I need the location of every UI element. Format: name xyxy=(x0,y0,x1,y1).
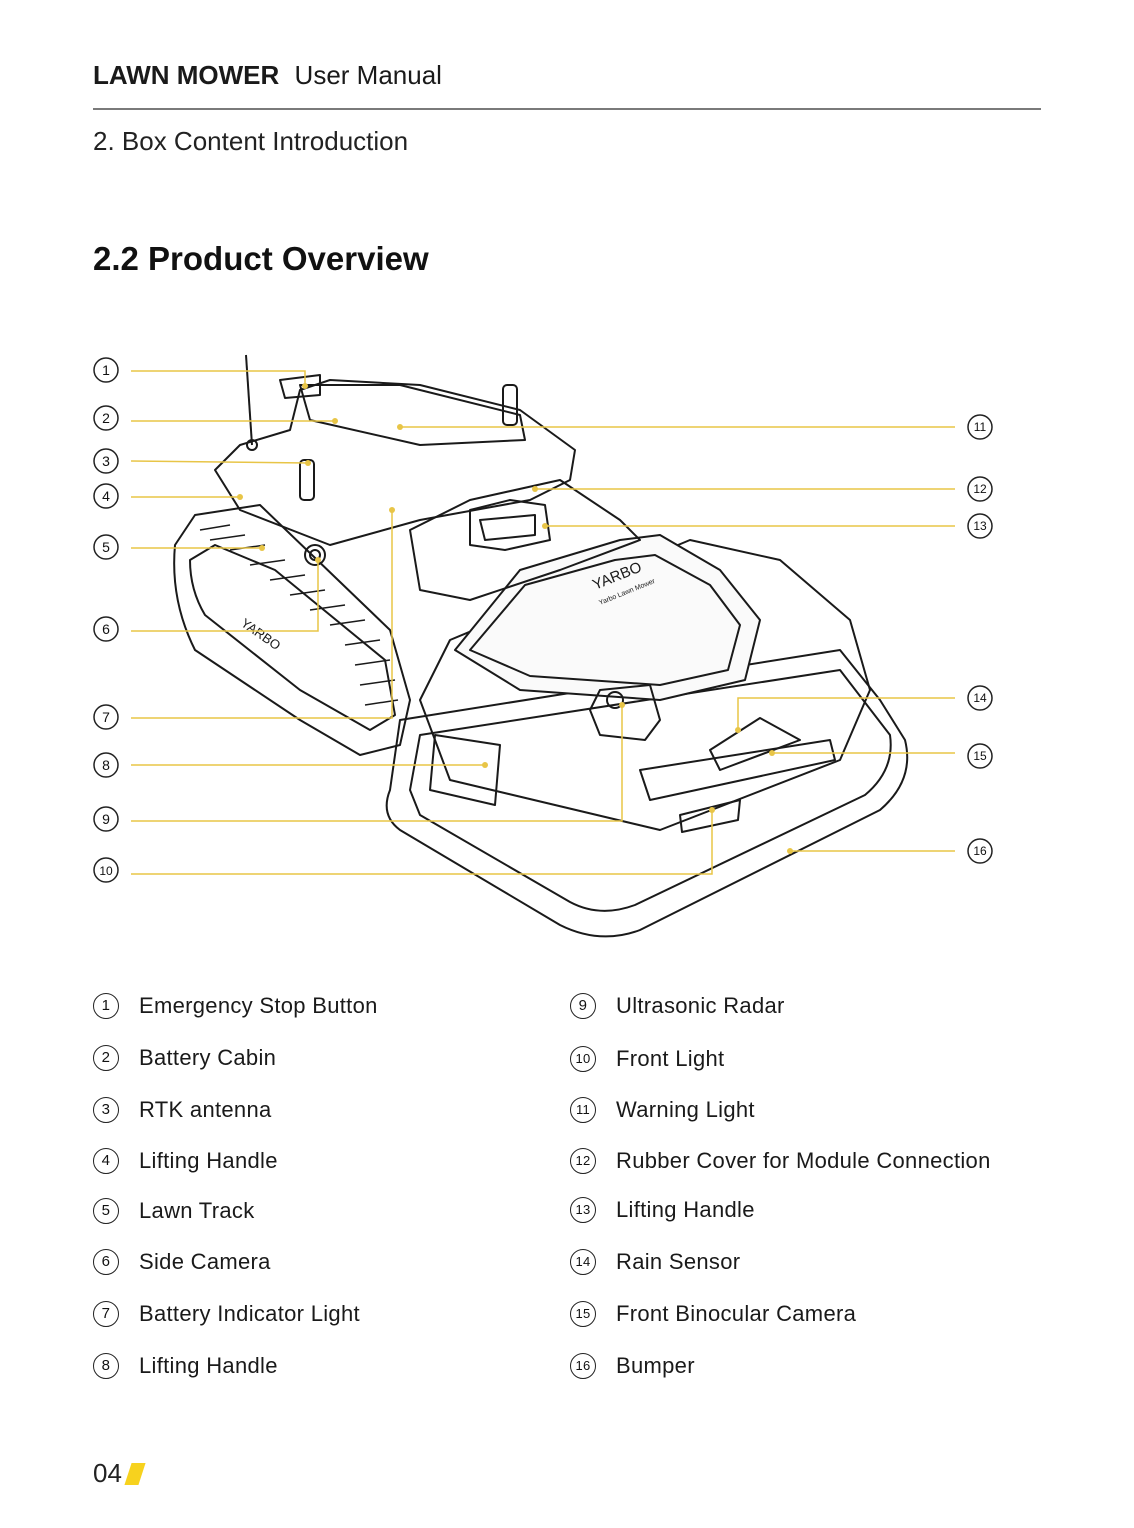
legend-number: 4 xyxy=(93,1148,119,1174)
header-divider xyxy=(93,108,1041,110)
legend-item-14: 14 Rain Sensor xyxy=(570,1249,740,1275)
legend-label: Battery Cabin xyxy=(139,1045,277,1070)
legend-item-15: 15 Front Binocular Camera xyxy=(570,1301,856,1327)
legend-item-11: 11 Warning Light xyxy=(570,1097,755,1123)
legend-number: 8 xyxy=(93,1353,119,1379)
legend-number: 7 xyxy=(93,1301,119,1327)
svg-text:11: 11 xyxy=(974,420,987,434)
callout-12: 12 xyxy=(967,476,993,502)
legend-number: 10 xyxy=(570,1046,596,1072)
legend-number: 12 xyxy=(570,1148,596,1174)
legend-item-7: 7 Battery Indicator Light xyxy=(93,1301,360,1327)
legend-number: 14 xyxy=(570,1249,596,1275)
svg-text:7: 7 xyxy=(102,709,110,725)
legend-number: 3 xyxy=(93,1097,119,1123)
svg-text:9: 9 xyxy=(102,811,110,827)
callout-13: 13 xyxy=(967,513,993,539)
header-subtitle: User Manual xyxy=(294,60,442,90)
legend-label: Warning Light xyxy=(616,1097,755,1122)
callout-10: 10 xyxy=(93,857,119,883)
callout-lines xyxy=(130,370,955,875)
legend-label: Emergency Stop Button xyxy=(139,993,378,1018)
legend-label: Ultrasonic Radar xyxy=(616,993,785,1018)
callout-3: 3 xyxy=(93,448,119,474)
callout-9: 9 xyxy=(93,806,119,832)
callout-7: 7 xyxy=(93,704,119,730)
callouts-right: 11 12 13 14 15 16 xyxy=(967,414,993,864)
svg-text:3: 3 xyxy=(102,453,110,469)
legend-item-16: 16 Bumper xyxy=(570,1353,695,1379)
svg-text:10: 10 xyxy=(99,864,113,878)
legend-item-9: 9 Ultrasonic Radar xyxy=(570,993,785,1019)
legend-label: Front Binocular Camera xyxy=(616,1301,857,1326)
legend-label: Rain Sensor xyxy=(616,1249,741,1274)
callout-6: 6 xyxy=(93,616,119,642)
callout-14: 14 xyxy=(967,685,993,711)
callout-15: 15 xyxy=(967,743,993,769)
callout-8: 8 xyxy=(93,752,119,778)
rear-body-shape xyxy=(214,379,576,546)
legend-item-6: 6 Side Camera xyxy=(93,1249,271,1275)
legend-label: Lawn Track xyxy=(139,1198,255,1223)
section-heading: 2. Box Content Introduction xyxy=(93,126,409,156)
callout-16: 16 xyxy=(967,838,993,864)
legend-number: 16 xyxy=(570,1353,596,1379)
legend-number: 11 xyxy=(570,1097,596,1123)
svg-text:16: 16 xyxy=(973,844,987,858)
legend-number: 9 xyxy=(570,993,596,1019)
header: LAWN MOWER User Manual xyxy=(93,60,442,91)
page-accent-mark xyxy=(124,1463,146,1485)
legend-item-3: 3 RTK antenna xyxy=(93,1097,272,1123)
callout-1: 1 xyxy=(93,357,119,383)
page-number: 04 xyxy=(93,1458,122,1488)
svg-text:8: 8 xyxy=(102,757,110,773)
svg-text:12: 12 xyxy=(973,482,987,496)
product-diagram: YARBO Yarbo Lawn Mower YARBO 1 2 3 4 5 xyxy=(93,354,993,938)
legend-item-8: 8 Lifting Handle xyxy=(93,1353,278,1379)
callout-5: 5 xyxy=(93,534,119,560)
front-cover-shape xyxy=(454,534,761,701)
svg-text:15: 15 xyxy=(973,749,987,763)
legend-item-5: 5 Lawn Track xyxy=(93,1198,255,1224)
mower-drawing xyxy=(173,354,909,938)
svg-text:14: 14 xyxy=(973,691,987,705)
legend-number: 1 xyxy=(93,993,119,1019)
legend-label: Side Camera xyxy=(139,1249,271,1274)
legend-number: 6 xyxy=(93,1249,119,1275)
legend-number: 2 xyxy=(93,1045,119,1071)
svg-text:4: 4 xyxy=(102,488,110,504)
callout-11: 11 xyxy=(967,414,993,440)
legend-label: Rubber Cover for Module Connection xyxy=(616,1148,991,1173)
legend-item-1: 1 Emergency Stop Button xyxy=(93,993,378,1019)
callout-2: 2 xyxy=(93,405,119,431)
legend-number: 15 xyxy=(570,1301,596,1327)
svg-text:5: 5 xyxy=(102,539,110,555)
svg-text:2: 2 xyxy=(102,410,110,426)
legend-item-2: 2 Battery Cabin xyxy=(93,1045,276,1071)
callout-4: 4 xyxy=(93,483,119,509)
legend-item-10: 10 Front Light xyxy=(570,1046,724,1072)
legend-number: 13 xyxy=(570,1197,596,1223)
callouts-left: 1 2 3 4 5 6 7 8 9 10 xyxy=(93,357,119,883)
legend-label: Bumper xyxy=(616,1353,695,1378)
page-title: 2.2 Product Overview xyxy=(93,240,429,277)
legend-label: Battery Indicator Light xyxy=(139,1301,360,1326)
legend-number: 5 xyxy=(93,1198,119,1224)
legend-label: Front Light xyxy=(616,1046,725,1071)
legend-item-12: 12 Rubber Cover for Module Connection xyxy=(570,1148,991,1174)
header-brand: LAWN MOWER xyxy=(93,60,280,90)
legend-item-13: 13 Lifting Handle xyxy=(570,1197,755,1223)
callout-dots xyxy=(237,383,793,854)
svg-text:6: 6 xyxy=(102,621,110,637)
legend-label: Lifting Handle xyxy=(139,1148,278,1173)
lawn-track-shape xyxy=(173,504,411,756)
legend-label: RTK antenna xyxy=(139,1097,272,1122)
svg-text:13: 13 xyxy=(973,519,987,533)
legend-label: Lifting Handle xyxy=(616,1197,755,1222)
svg-text:1: 1 xyxy=(102,362,110,378)
legend-label: Lifting Handle xyxy=(139,1353,278,1378)
legend-item-4: 4 Lifting Handle xyxy=(93,1148,278,1174)
